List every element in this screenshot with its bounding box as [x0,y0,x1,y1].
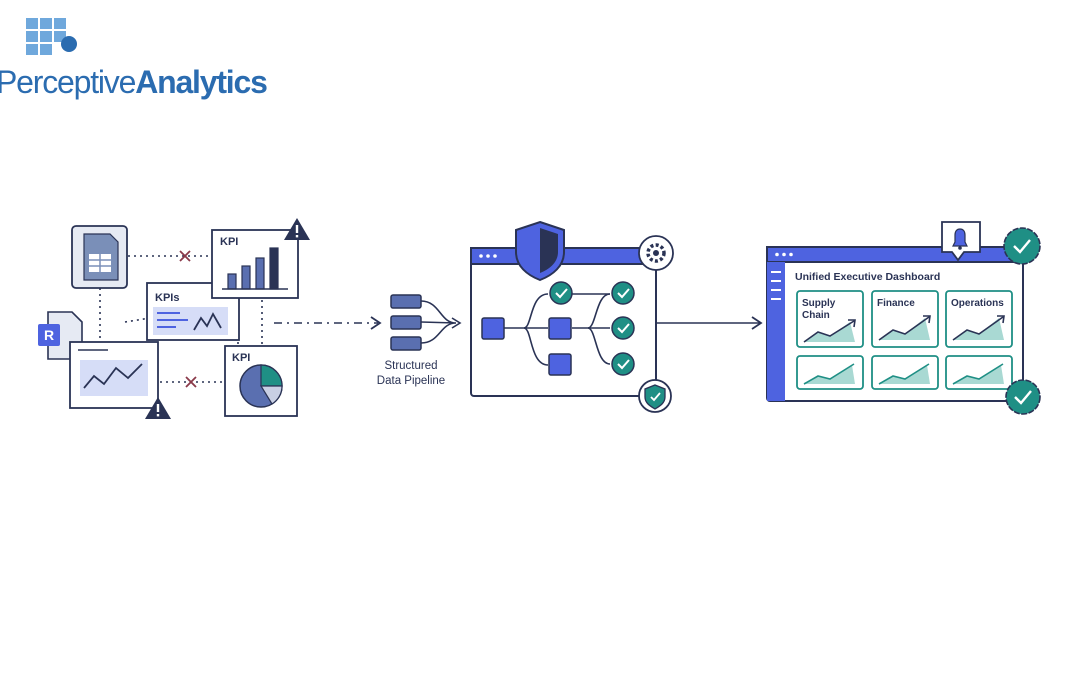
check-circle-icon [611,316,635,340]
card-supply-line2: Chain [802,310,830,321]
r-badge-text: R [44,327,54,343]
check-circle-icon [611,281,635,305]
spreadsheet-icon [71,225,128,289]
broken-link-marks [179,250,197,388]
arrow-to-pipeline [274,316,382,330]
line-chart-card [69,341,159,409]
shield-check-icon [638,379,672,413]
kpis-panel: KPIs [146,282,240,341]
kpi-top-label: KPI [220,236,238,248]
logo-tiles-icon [26,18,77,55]
warning-icon [145,397,171,419]
dashboard-card-finance: Finance [871,290,939,348]
brand-wordmark: PerceptiveAnalytics [0,64,268,100]
warning-icon [284,218,310,240]
check-circle-icon [611,352,635,376]
brand-name-part2: Analytics [135,64,268,100]
verified-badge-icon [1005,379,1041,415]
brand-name-part1: Perceptive [0,64,136,100]
pipeline-label-line2: Data Pipeline [377,375,445,387]
check-circle-icon [549,281,573,305]
gear-icon [638,235,674,271]
fragmented-sources-group: KPIs KPI [38,218,310,419]
card-operations-label: Operations [951,298,1004,309]
card-supply-line1: Supply [802,298,836,309]
kpis-label: KPIs [155,292,179,304]
arrow-to-dashboard [656,316,763,330]
dashboard-mini-chart [871,355,939,390]
dashboard-card-operations: Operations [945,290,1013,348]
card-finance-label: Finance [877,298,915,309]
kpi-bottom-label: KPI [232,352,250,364]
brand-logo: PerceptiveAnalytics [0,0,268,120]
dashboard-mini-chart [796,355,864,390]
bell-notification-icon [941,221,981,262]
pipeline-stack-icon [390,294,462,351]
kpi-bar-card: KPI [211,229,299,299]
verified-badge-icon [1003,227,1041,265]
dashboard-title: Unified Executive Dashboard [795,271,940,283]
data-flow-diagram: KPIs KPI [38,218,1041,419]
pipeline-label-line1: Structured [384,360,437,372]
dashboard-card-supply-chain: Supply Chain [796,290,864,348]
security-shield-icon [515,220,565,282]
kpi-pie-card: KPI [224,345,298,417]
dashboard-mini-chart [945,355,1013,390]
